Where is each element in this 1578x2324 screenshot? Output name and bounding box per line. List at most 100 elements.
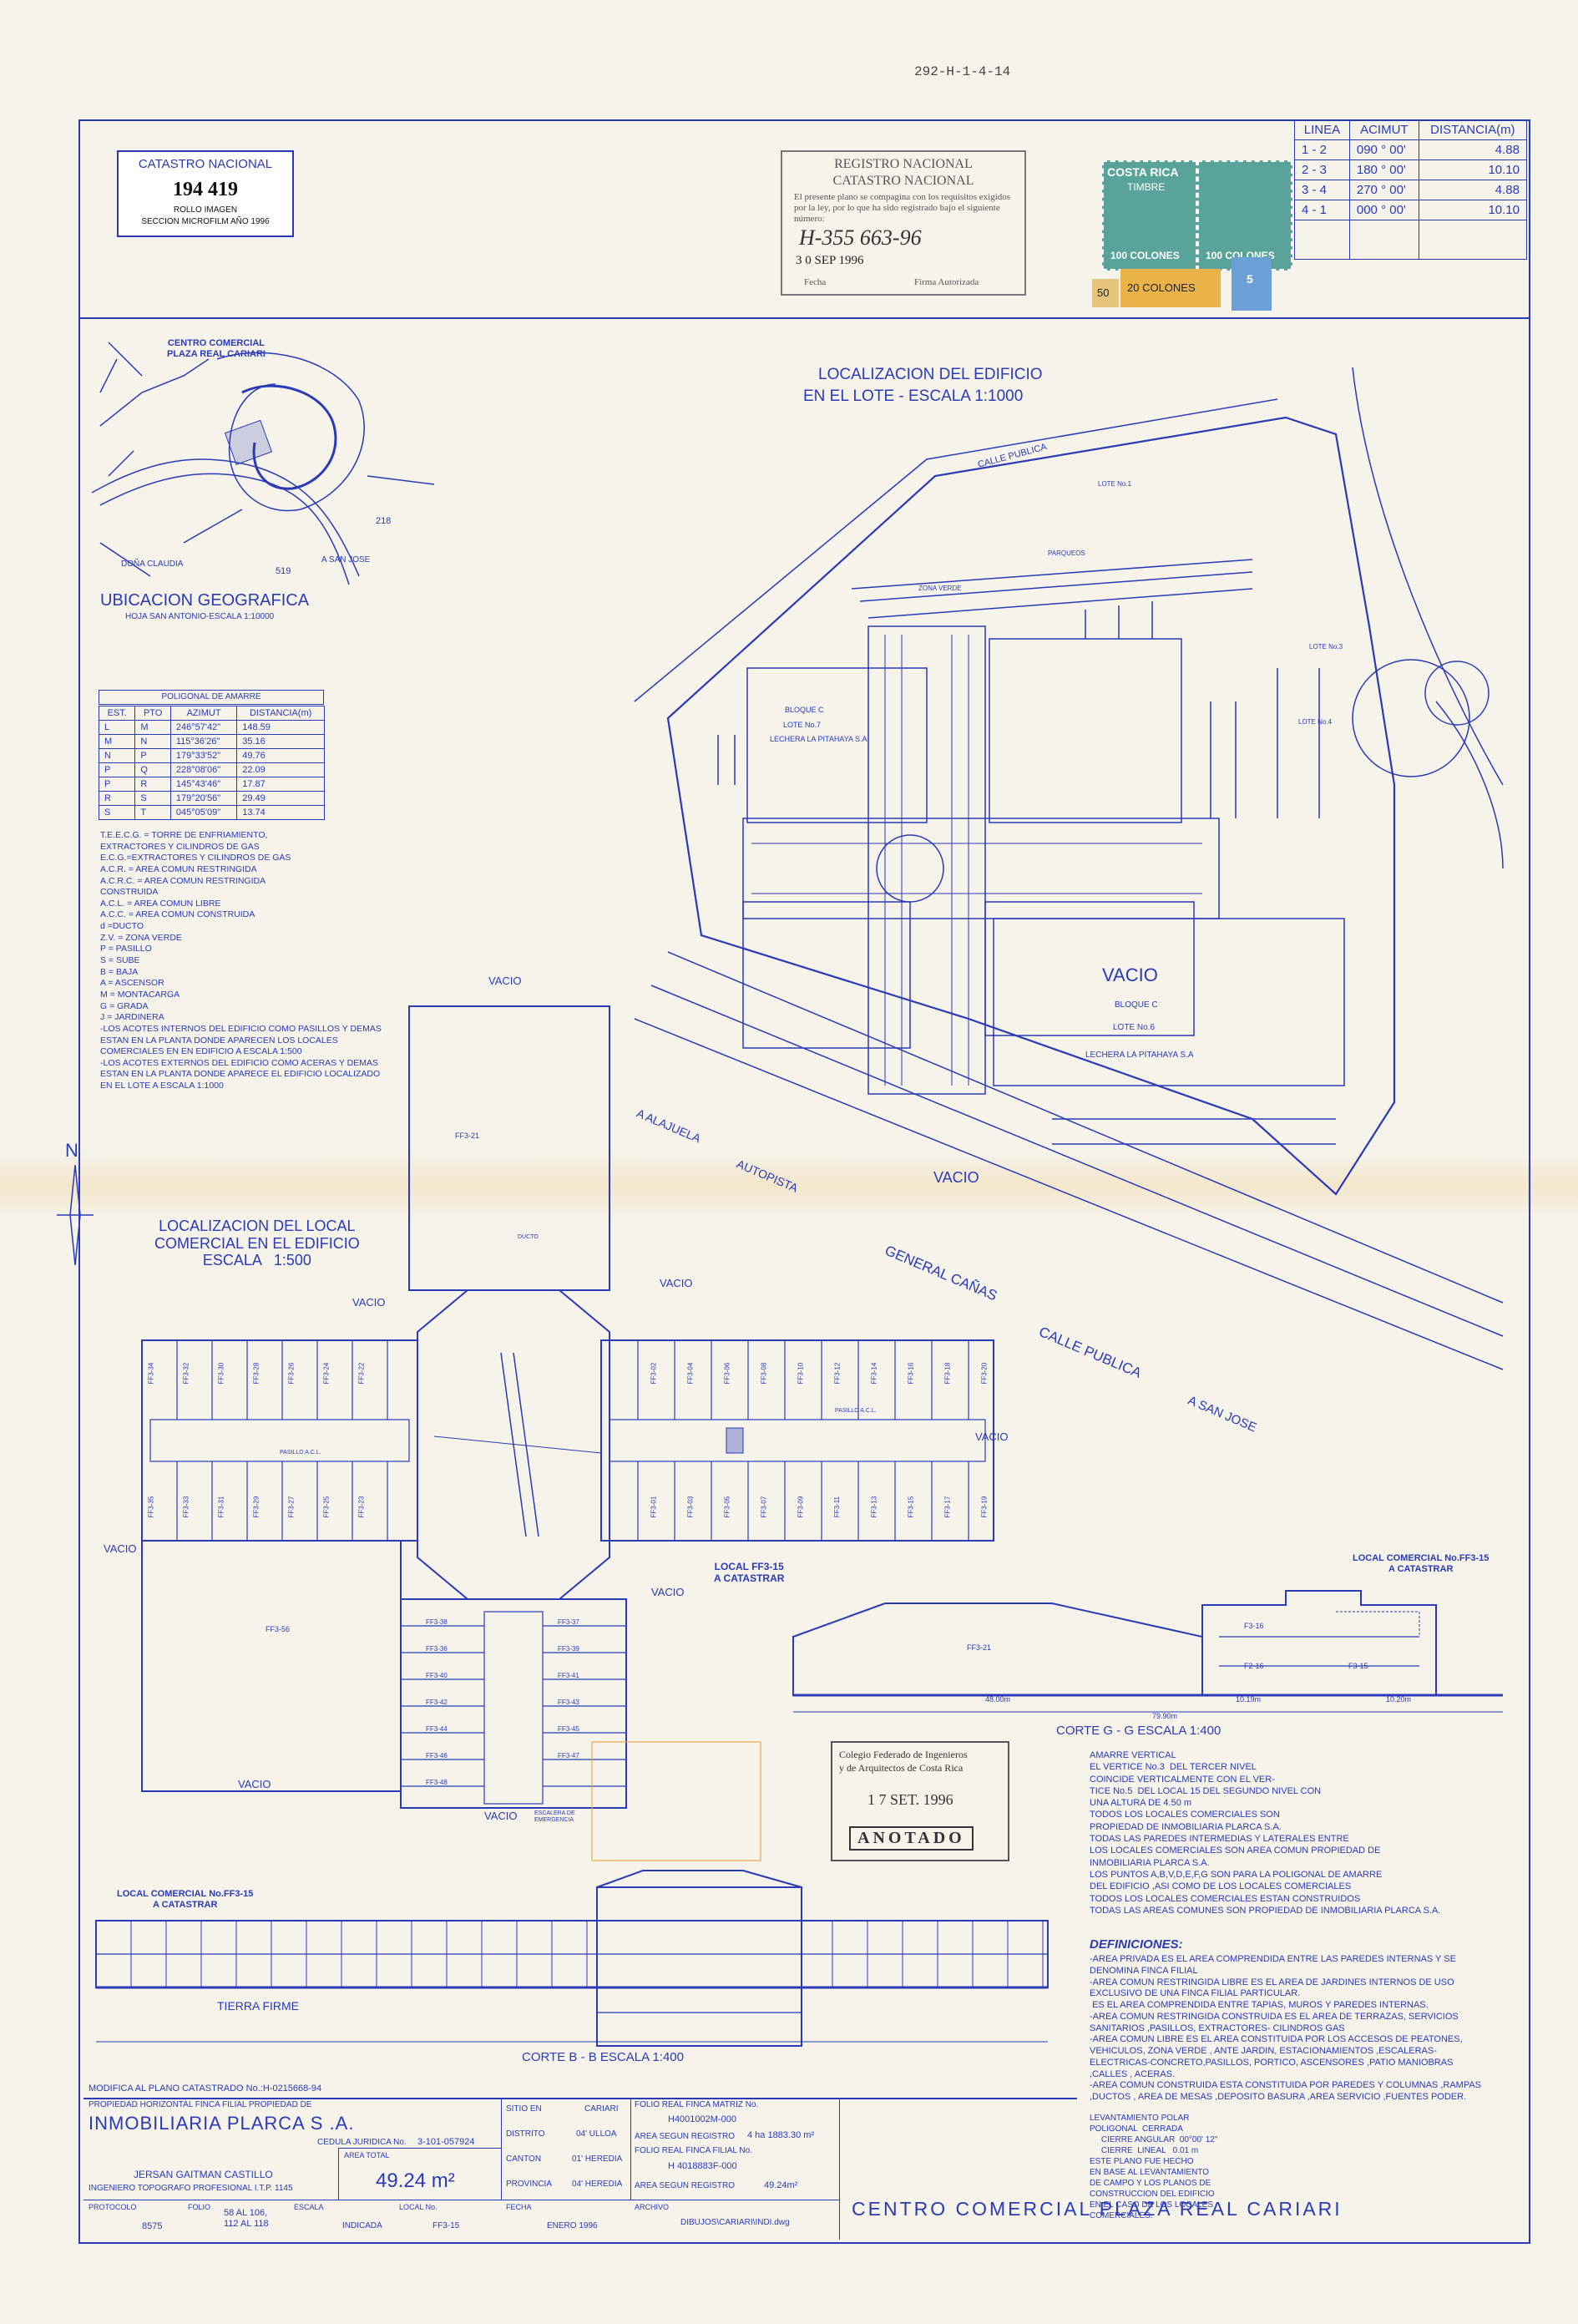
- vacio-7: VACIO: [238, 1778, 271, 1790]
- site-parqueos: PARQUEOS: [1048, 549, 1085, 557]
- est-cell: R: [98, 791, 136, 806]
- site-plan-title-2: EN EL LOTE - ESCALA 1:1000: [803, 387, 1024, 405]
- site-zona-verde: ZONA VERDE: [918, 585, 962, 592]
- location-caption: UBICACION GEOGRAFICA: [100, 591, 310, 610]
- section-gg-title: CORTE G - G ESCALA 1:400: [1056, 1724, 1221, 1738]
- owner-name: INMOBILIARIA PLARCA S .A.: [89, 2113, 355, 2134]
- fecha-value: ENERO 1996: [547, 2221, 598, 2230]
- local-value: FF3-15: [432, 2221, 460, 2230]
- azimut-cell: 246°57'42": [169, 720, 238, 735]
- est-header: EST.: [98, 706, 136, 721]
- tax-stamp-country: COSTA RICA: [1107, 165, 1179, 179]
- site-plan-title-1: LOCALIZACION DEL EDIFICIO: [818, 366, 1043, 383]
- azimut-cell: 045°05'09": [169, 805, 238, 820]
- pto-cell: S: [134, 791, 171, 806]
- unit-label: FF3-06: [723, 1362, 731, 1385]
- section-gg-unit-4: F3-15: [1348, 1662, 1368, 1670]
- area-total-value: 49.24 m²: [376, 2170, 455, 2192]
- unit-label: FF3-05: [723, 1496, 731, 1518]
- legend-text: T.E.E.C.G. = TORRE DE ENFRIAMIENTO, EXTR…: [100, 830, 382, 1091]
- unit-label: FF3-30: [217, 1362, 225, 1385]
- pasillo-label-2: PASILLO A.C.L.: [835, 1408, 877, 1414]
- unit-label: FF3-45: [558, 1725, 579, 1733]
- engineer-title: INGENIERO TOPOGRAFO PROFESIONAL I.T.P. 1…: [89, 2184, 293, 2193]
- catastro-line2: SECCION MICROFILM AÑO 1996: [141, 217, 270, 226]
- unit-label: FF3-43: [558, 1699, 579, 1706]
- area-reg-value: 4 ha 1883.30 m²: [747, 2130, 815, 2140]
- registro-number: H-355 663-96: [799, 225, 922, 250]
- fecha-label: FECHA: [506, 2203, 532, 2211]
- registro-text: El presente plano se compagina con los r…: [794, 192, 1011, 225]
- unit-label: FF3-27: [287, 1496, 296, 1518]
- distancia-cell: 4.88: [1418, 180, 1528, 200]
- colegio-line1: Colegio Federado de Ingenieros: [839, 1749, 968, 1760]
- tax-stamp-value-1: 100 COLONES: [1110, 250, 1180, 261]
- registro-stamp: REGISTRO NACIONAL CATASTRO NACIONAL El p…: [781, 150, 1026, 296]
- section-gg: [792, 1590, 1503, 1713]
- unit-label: FF3-26: [287, 1362, 296, 1385]
- unit-label: FF3-34: [147, 1362, 155, 1385]
- folio-filial-value: H 4018883F-000: [668, 2161, 737, 2171]
- unit-label: FF3-20: [980, 1362, 989, 1385]
- azimut-cell: 145°43'46": [169, 777, 238, 792]
- canton-label: CANTON: [506, 2154, 542, 2164]
- unit-label: FF3-36: [426, 1645, 448, 1653]
- canton-value: 01' HEREDIA: [572, 2154, 623, 2164]
- acimut-cell: 000 ° 00': [1348, 200, 1419, 220]
- est-cell: P: [98, 777, 136, 792]
- site-lechera-7: LECHERA LA PITAHAYA S.A: [770, 735, 867, 743]
- pto-cell: T: [134, 805, 171, 820]
- unit-label: FF3-28: [252, 1362, 260, 1385]
- unit-label: FF3-01: [650, 1496, 658, 1518]
- section-bb-tierra: TIERRA FIRME: [217, 1999, 300, 2013]
- escalera-label: ESCALERA DE EMERGENCIA: [534, 1810, 575, 1824]
- unit-label: FF3-03: [686, 1496, 695, 1518]
- distancia-cell: 10.10: [1418, 159, 1528, 180]
- unit-label: FF3-24: [322, 1362, 331, 1385]
- dist-cell: 22.09: [236, 762, 325, 777]
- unit-label: FF3-37: [558, 1618, 579, 1626]
- unit-label: FF3-10: [797, 1362, 805, 1385]
- dist-cell: 17.87: [236, 777, 325, 792]
- unit-label: FF3-42: [426, 1699, 448, 1706]
- unit-label: FF3-08: [760, 1362, 768, 1385]
- title-divider-v4: [338, 2148, 339, 2200]
- definiciones-title: DEFINICIONES:: [1090, 1937, 1183, 1952]
- distancia-header: DISTANCIA(m): [1418, 119, 1528, 140]
- tax-stamp-type: TIMBRE: [1127, 181, 1166, 193]
- site-vacio: VACIO: [1102, 965, 1158, 985]
- unit-label: FF3-25: [322, 1496, 331, 1518]
- pto-header: PTO: [134, 706, 171, 721]
- notes-text: AMARRE VERTICAL EL VERTICE No.3 DEL TERC…: [1090, 1750, 1441, 1916]
- local-label: LOCAL No.: [399, 2203, 437, 2211]
- modifica-text: MODIFICA AL PLANO CATASTRADO No.:H-02156…: [89, 2083, 322, 2094]
- pto-cell: Q: [134, 762, 171, 777]
- azimut-cell: 179°33'52": [169, 748, 238, 763]
- azimut-header: AZIMUT: [169, 706, 238, 721]
- dist-cell: 35.16: [236, 734, 325, 749]
- site-vacio-2: VACIO: [933, 1169, 979, 1186]
- est-cell: N: [98, 748, 136, 763]
- colegio-anotado: ANOTADO: [849, 1826, 974, 1851]
- map-label-519: 519: [276, 566, 291, 576]
- protocolo-label: PROTOCOLO: [89, 2203, 137, 2211]
- acimut-cell: 270 ° 00': [1348, 180, 1419, 200]
- levantamiento-text: LEVANTAMIENTO POLAR POLIGONAL CERRADA CI…: [1090, 2114, 1218, 2220]
- catastro-title: CATASTRO NACIONAL: [138, 157, 273, 171]
- tax-stamp-5: 5: [1232, 257, 1272, 311]
- est-cell: S: [98, 805, 136, 820]
- folio-filial-label: FOLIO REAL FINCA FILIAL No.: [635, 2146, 752, 2155]
- registro-firma-label: Firma Autorizada: [914, 277, 979, 287]
- unit-label: FF3-32: [182, 1362, 190, 1385]
- unit-label: FF3-12: [833, 1362, 842, 1385]
- colegio-stamp: Colegio Federado de Ingenieros y de Arqu…: [831, 1741, 1009, 1861]
- unit-label: FF3-46: [426, 1752, 448, 1759]
- distrito-label: DISTRITO: [506, 2129, 545, 2139]
- catastro-box: CATASTRO NACIONAL 194 419 ROLLO IMAGEN S…: [117, 150, 294, 237]
- section-gg-dim-3: 10.20m: [1386, 1695, 1412, 1704]
- escala-label: ESCALA: [294, 2203, 324, 2211]
